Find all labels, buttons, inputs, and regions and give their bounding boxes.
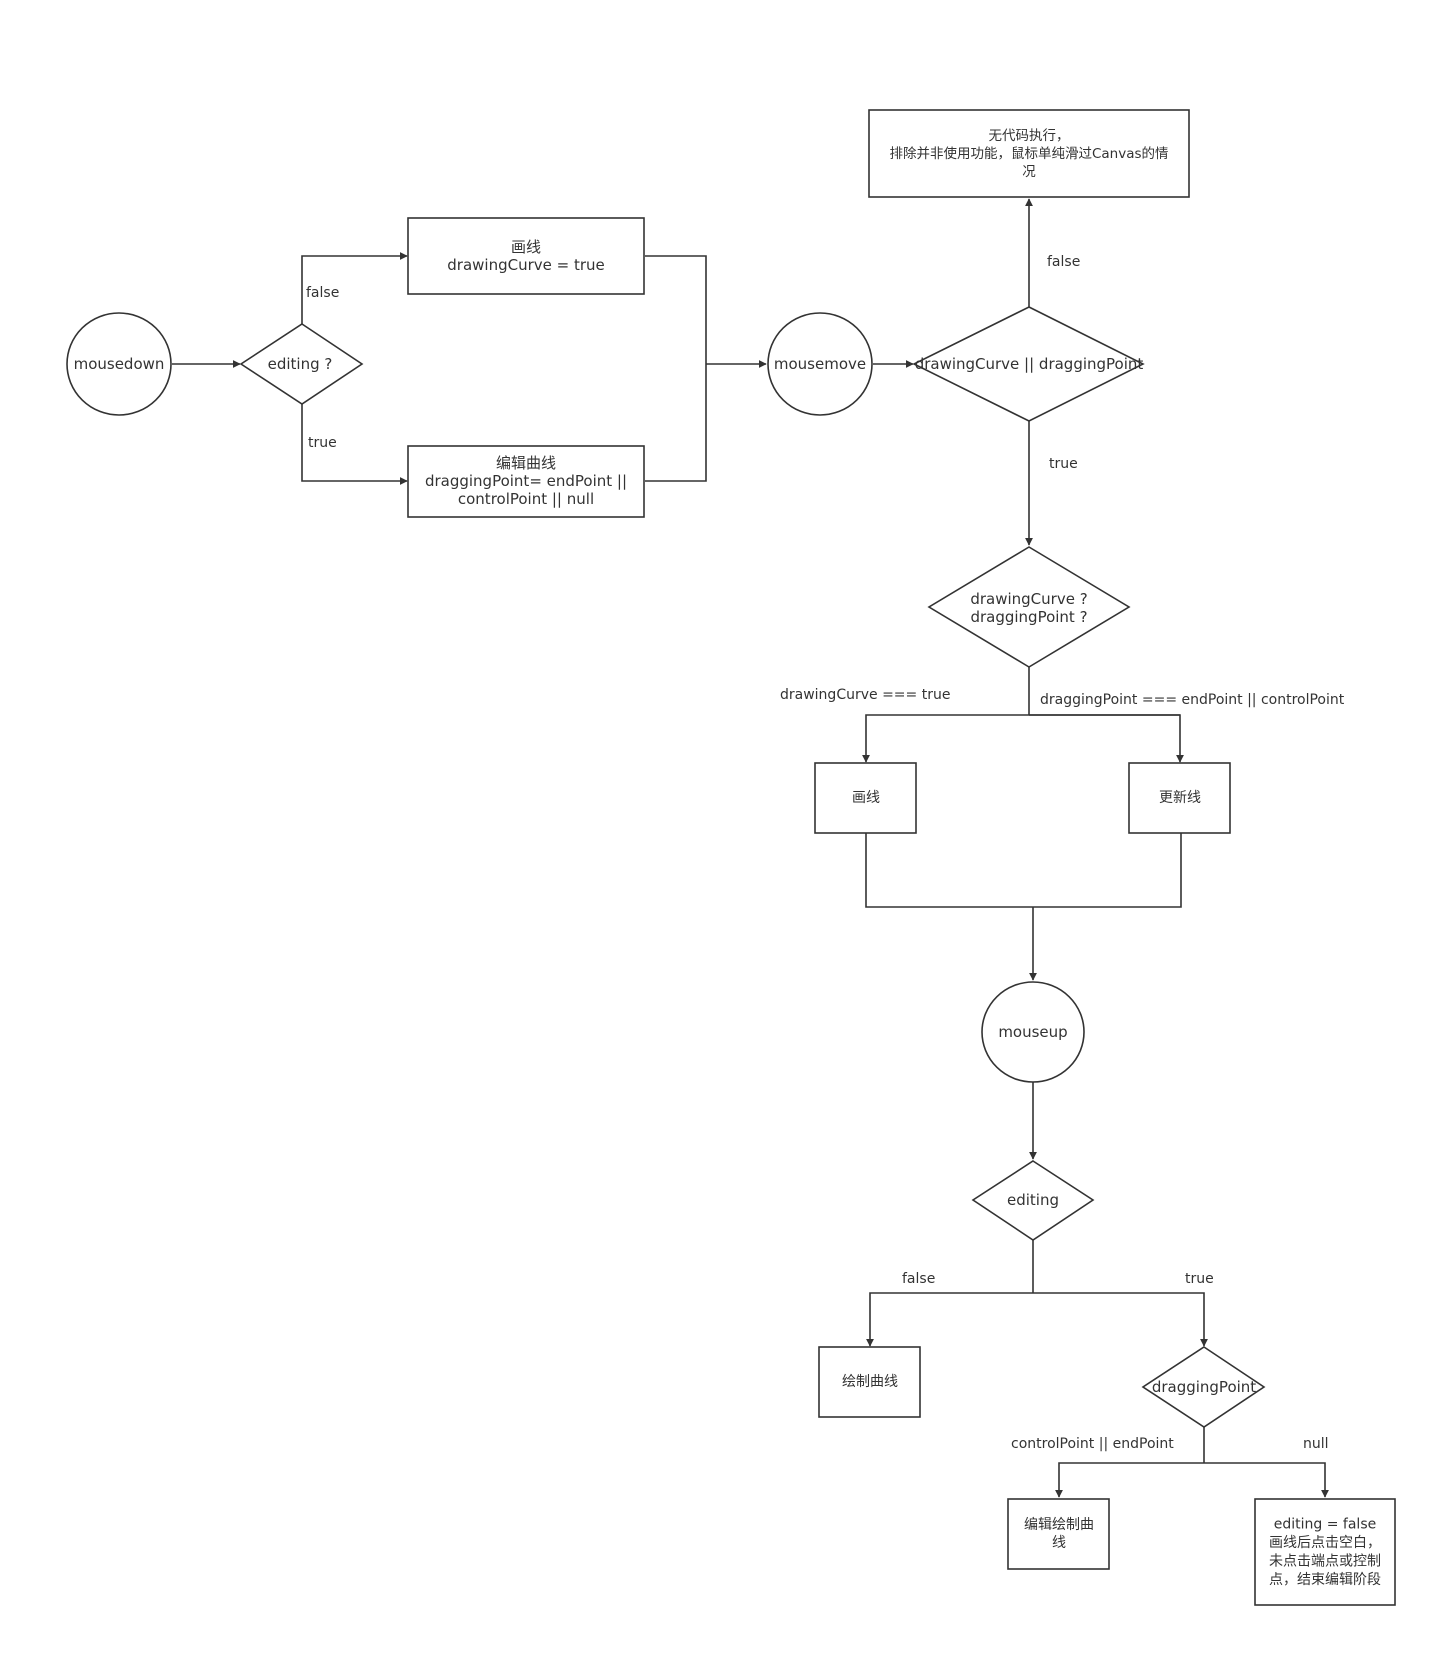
- edge-to-drawline2: [862, 714, 1180, 763]
- dragging-point-diamond: [1141, 1346, 1266, 1428]
- edit-curve-box: [407, 445, 645, 518]
- mousedown-text-line-1: mousedown: [74, 355, 165, 373]
- edit-draw-curve-box: [1007, 1498, 1110, 1570]
- check-drawing-dragging-diamond: [912, 306, 1145, 422]
- draw-line-2-text-line-1: 画线: [852, 790, 880, 806]
- edge-to-updateline: [1029, 714, 1184, 763]
- end-edit-box: [1254, 1498, 1396, 1606]
- editing-q-text-line-1: editing ?: [268, 355, 333, 373]
- label-false-3: false: [902, 1271, 935, 1287]
- edge-editing-false: [301, 252, 408, 324]
- draw-line-1-text-line-2: drawingCurve = true: [447, 256, 605, 274]
- no-code-text-line-1: 无代码执行，: [989, 128, 1070, 144]
- draw-curve-text-line-1: 绘制曲线: [842, 1374, 898, 1390]
- update-line-text-line-1: 更新线: [1159, 790, 1201, 806]
- draw-line-1-box: [407, 217, 645, 295]
- edge-labels: false true false true drawingCurve === t…: [306, 254, 1345, 1452]
- edge-to-drawcurve: [866, 1292, 1033, 1347]
- edit-draw-curve-text-line-2: 线: [1052, 1535, 1066, 1551]
- mousedown-circle: [66, 312, 172, 416]
- label-drawing-true: drawingCurve === true: [780, 687, 950, 703]
- draw-line-2-box: [814, 762, 917, 834]
- nodes: [66, 109, 1396, 1606]
- edge-drawline-merge: [645, 255, 707, 482]
- mousemove-text-line-1: mousemove: [774, 355, 866, 373]
- edit-curve-text-line-3: controlPoint || null: [458, 490, 594, 508]
- edit-curve-text-line-2: draggingPoint= endPoint ||: [425, 472, 627, 490]
- draw-curve-box: [818, 1346, 921, 1418]
- edges: [172, 198, 1329, 1498]
- label-true-3: true: [1185, 1271, 1214, 1287]
- edge-to-draggingpoint: [1033, 1292, 1208, 1347]
- no-code-text-line-2: 排除并非使用功能，鼠标单纯滑过Canvas的情: [889, 145, 1168, 162]
- label-true-2: true: [1049, 456, 1078, 472]
- edit-curve-text-line-1: 编辑曲线: [496, 454, 556, 472]
- draw-line-1-text-line-1: 画线: [511, 238, 541, 256]
- end-edit-text-line-1: editing = false: [1274, 1516, 1376, 1532]
- mousemove-circle: [767, 312, 873, 416]
- edge-to-endedit: [1204, 1462, 1329, 1498]
- editing-diamond: [971, 1160, 1095, 1241]
- mouseup-text-line-1: mouseup: [998, 1023, 1067, 1041]
- end-edit-text-line-3: 未点击端点或控制: [1269, 1553, 1381, 1569]
- no-code-box: [868, 109, 1190, 198]
- mouseup-circle: [981, 981, 1085, 1083]
- check-drawing-dragging-text-line-1: drawingCurve || draggingPoint: [915, 355, 1144, 373]
- label-null: null: [1303, 1436, 1329, 1452]
- which-mode-diamond: [927, 546, 1131, 668]
- editing-q-diamond: [239, 323, 364, 405]
- label-dragging-eq: draggingPoint === endPoint || controlPoi…: [1040, 692, 1345, 708]
- label-ctrl-end: controlPoint || endPoint: [1011, 1436, 1174, 1452]
- end-edit-text-line-2: 画线后点击空白，: [1269, 1535, 1381, 1551]
- which-mode-text-line-1: drawingCurve ?: [970, 590, 1087, 608]
- label-false-1: false: [306, 285, 339, 301]
- label-false-2: false: [1047, 254, 1080, 270]
- editing-text-line-1: editing: [1007, 1191, 1059, 1209]
- edge-lines-join: [865, 833, 1182, 908]
- end-edit-text-line-4: 点，结束编辑阶段: [1269, 1572, 1381, 1588]
- edge-editing-true: [301, 404, 408, 485]
- edit-draw-curve-text-line-1: 编辑绘制曲: [1024, 1517, 1094, 1533]
- no-code-text-line-3: 况: [1022, 164, 1036, 180]
- dragging-point-text-line-1: draggingPoint: [1152, 1378, 1256, 1396]
- which-mode-text-line-2: draggingPoint ?: [970, 608, 1087, 626]
- label-true-1: true: [308, 435, 337, 451]
- edge-to-editdraw: [1055, 1462, 1204, 1498]
- update-line-box: [1128, 762, 1231, 834]
